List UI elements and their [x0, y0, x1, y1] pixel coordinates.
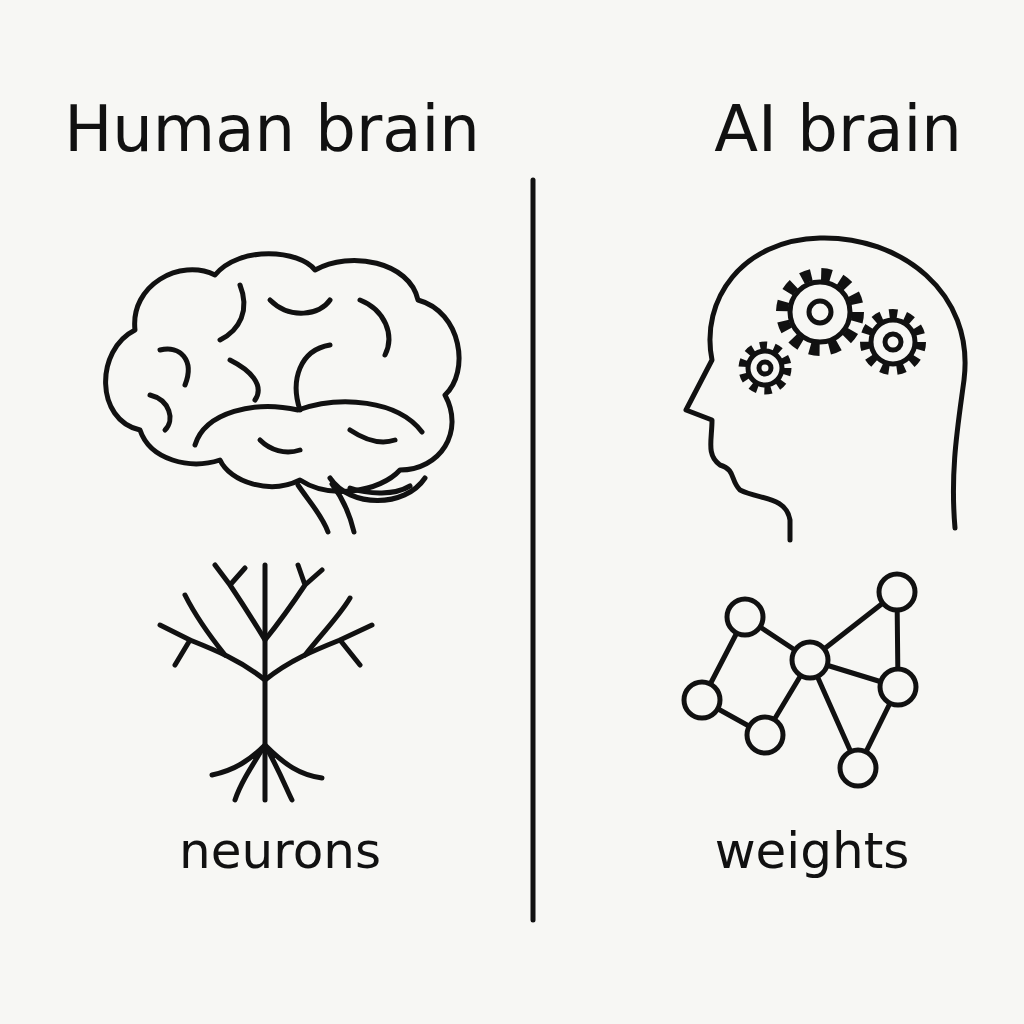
network-node [840, 750, 876, 786]
network-node [880, 669, 916, 705]
brain-fold [296, 345, 330, 410]
caption-label: neurons [179, 823, 381, 881]
brain-fold [350, 430, 395, 442]
brain-fold [160, 349, 188, 385]
head-drawing [686, 238, 965, 540]
brain-fold [260, 440, 300, 452]
neuron-trunk [263, 565, 268, 800]
network-node [792, 642, 828, 678]
network-node [747, 717, 783, 753]
column-heading: AI brain [714, 93, 962, 167]
network-node [727, 599, 763, 635]
network-drawing [684, 574, 916, 786]
gear-hole [885, 334, 901, 350]
gear-teeth [865, 314, 921, 370]
head-outline [686, 238, 965, 540]
brain-stem [332, 484, 354, 532]
brain-fold [360, 300, 389, 355]
network-node [684, 682, 720, 718]
gear-teeth [743, 346, 787, 390]
brain-fold [270, 300, 330, 313]
network-node [879, 574, 915, 610]
neuron-drawing [160, 565, 372, 800]
gear [748, 351, 782, 385]
brain-fold [195, 402, 422, 445]
brain-outline [106, 254, 459, 492]
gear [871, 320, 915, 364]
brain-drawing [106, 254, 459, 532]
neuron-branch [215, 565, 322, 640]
brain-stem [298, 485, 328, 532]
brain-fold [230, 360, 258, 400]
cerebellum [330, 478, 425, 501]
column-heading: Human brain [64, 93, 480, 167]
brain-fold [220, 285, 244, 340]
divider-line [531, 180, 536, 920]
network-link [702, 592, 898, 768]
gear [790, 282, 850, 342]
cerebellum-line [350, 486, 410, 493]
neuron-branch [185, 595, 350, 655]
gear-hole [759, 362, 771, 374]
gear-hole [809, 301, 831, 323]
caption-label: weights [715, 823, 910, 881]
brain-fold [150, 395, 170, 430]
gear-teeth [782, 274, 858, 350]
neuron-root [212, 745, 322, 800]
neuron-branch [160, 625, 372, 680]
